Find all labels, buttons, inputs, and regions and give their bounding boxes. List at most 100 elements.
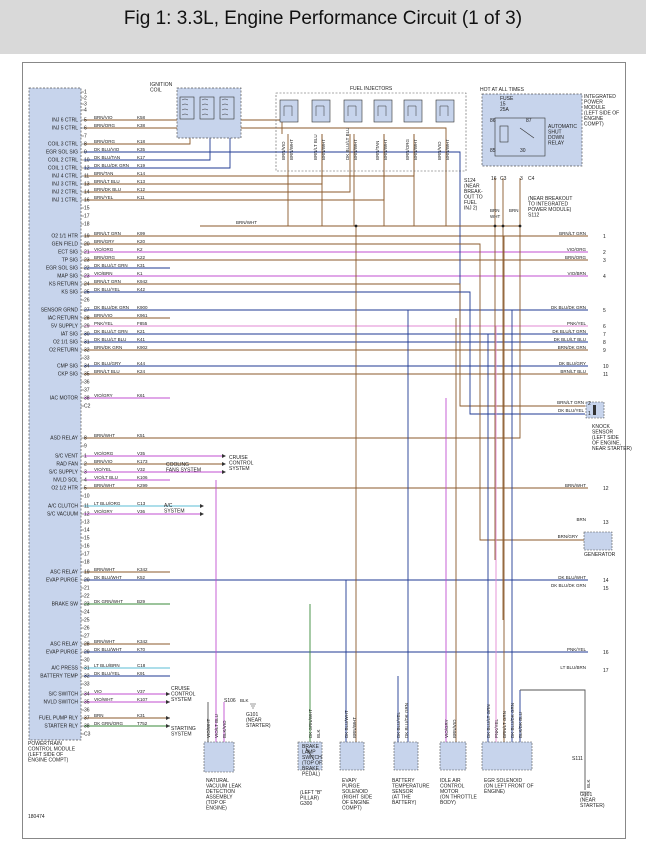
asd-relay-caption: RELAY	[548, 141, 565, 147]
right-wire-label: BRN/WHT	[565, 483, 586, 488]
relay-pin: 16	[491, 176, 497, 182]
wire-label: DK GRN/WHT	[94, 599, 123, 604]
circuit-label: K17	[137, 155, 146, 160]
pcm-pin-label: COIL 3 CTRL	[48, 142, 78, 148]
knock-sensor-caption: (LEFT SIDE	[592, 435, 620, 441]
brake-ground-caption: G300	[300, 801, 312, 807]
right-wire-label: DK BLU/WHT	[558, 575, 586, 580]
wire-label: VIO/GRY	[94, 509, 113, 514]
injector-coil	[439, 105, 449, 116]
asd-relay-caption: DOWN	[548, 135, 564, 141]
pcm-pin-number: 9	[84, 150, 87, 156]
wire-label: VIO/BRN	[94, 271, 113, 276]
idle-air-control-motor	[439, 741, 467, 771]
splice-dot	[501, 224, 505, 228]
egr-caption: (ON LEFT FRONT OF	[484, 784, 534, 790]
right-wire-label: DK BLU/LT GRN	[552, 329, 586, 334]
nvld-caption: (TOP OF	[206, 800, 226, 806]
pcm-pin-label: ECT SIG	[58, 250, 78, 256]
relay-switch	[519, 127, 535, 139]
wire-label: DK BLU/LT GRN	[94, 263, 128, 268]
wire-label: BRN/DK BLU	[94, 187, 121, 192]
pcm-pin-label: ASC RELAY	[50, 642, 78, 648]
wire-label: BRN/WHT	[94, 433, 115, 438]
pcm-pin-label: ASD RELAY	[50, 436, 78, 442]
arrow-icon	[200, 512, 204, 516]
evap-caption: EVAP/	[342, 778, 357, 784]
wire-label: BRN/LT GRN	[94, 279, 121, 284]
ipm-caption: MODULE	[584, 105, 606, 111]
pcm-pin-number: 16	[84, 544, 90, 550]
iac-caption: CONTROL	[440, 784, 465, 790]
right-connector-number: 6	[603, 324, 606, 330]
wire-label: DK BLU/WHT	[94, 575, 122, 580]
wire-label: DK GRN/ORG	[94, 721, 124, 726]
right-connector-number: 9	[603, 348, 606, 354]
knock-pin: 2	[588, 401, 591, 407]
wire-label: BRN/WHT	[94, 639, 115, 644]
pcm-pin-label: INJ 4 CTRL	[52, 174, 78, 180]
circuit-label: K22	[137, 255, 146, 260]
splice-s124-caption: (NEAR	[464, 184, 480, 190]
circuit-label: K902	[137, 345, 148, 350]
right-connector-number: 11	[603, 372, 608, 378]
right-connector-number: 17	[603, 668, 609, 674]
iac-wire-label: BRN/VIO	[452, 719, 457, 738]
egr-solenoid	[481, 741, 533, 771]
brake-switch-caption: BRAKE	[302, 766, 320, 772]
circuit-label: K106	[137, 475, 148, 480]
pcm-pin-number: 35	[84, 700, 90, 706]
coil-turn	[181, 103, 189, 106]
pcm-pin-label: S/C VENT	[55, 454, 78, 460]
asd-relay-box	[494, 117, 546, 157]
circuit-label: V36	[137, 509, 146, 514]
right-wire-label: PNK/YEL	[567, 647, 587, 652]
coil-turn	[221, 113, 229, 116]
circuit-label: V37	[137, 689, 146, 694]
circuit-label: K107	[137, 697, 148, 702]
arrow-icon	[166, 716, 170, 720]
wire-label: WHT	[490, 214, 500, 219]
relay-pin: C3	[500, 176, 507, 182]
relay-pin: 3	[520, 176, 523, 182]
right-wire-label: VIO/ORG	[567, 247, 587, 252]
wire-label: VIO/ORG	[94, 247, 114, 252]
pcm-pin-number: 15	[84, 206, 90, 212]
cruise-control-caption-2: SYSTEM	[171, 697, 192, 703]
circuit-label: K61	[137, 393, 146, 398]
pcm-pin-label: CMP SIG	[57, 364, 78, 370]
injector-2	[311, 99, 331, 123]
right-connector-number: 14	[603, 578, 609, 584]
right-wire-label: DK BLU/LT BLU	[554, 337, 586, 342]
circuit-label: B29	[137, 599, 146, 604]
injector-feed	[170, 134, 351, 193]
splice-dot	[518, 224, 522, 228]
circuit-label: K1	[137, 271, 143, 276]
knock-sensor-caption: OF ENGINE,	[592, 441, 621, 447]
pcm-pin-number: 9	[84, 444, 87, 450]
wire-label: DK BLU/YEL	[94, 671, 121, 676]
coil-winding	[179, 96, 195, 120]
pcm-pin-label: BRAKE SW	[52, 602, 79, 608]
brake-lamp-switch	[297, 741, 323, 771]
wire-label: BLK	[586, 779, 591, 788]
right-wire-label: BRN/ORG	[565, 255, 587, 260]
right-connector-number: 10	[603, 364, 609, 370]
splice-s106: S106	[224, 698, 236, 704]
arrow-icon	[222, 470, 226, 474]
ignition-coil-caption: COIL	[150, 88, 162, 94]
pcm-pin-number: 22	[84, 266, 90, 272]
injector-3	[343, 99, 363, 123]
wires-layer	[84, 119, 588, 790]
right-connector-number: 16	[603, 650, 609, 656]
pcm-pin-label: KS SIG	[61, 290, 78, 296]
arrow-icon	[166, 700, 170, 704]
pcm-pin-label: INJ 5 CTRL	[52, 126, 78, 132]
ipm-caption: ENGINE	[584, 116, 604, 122]
circuit-label: K99	[137, 231, 146, 236]
circuit-label: F855	[137, 321, 148, 326]
wire-label: LT BLU/ORG	[94, 501, 121, 506]
circuit-label: K31	[137, 263, 146, 268]
